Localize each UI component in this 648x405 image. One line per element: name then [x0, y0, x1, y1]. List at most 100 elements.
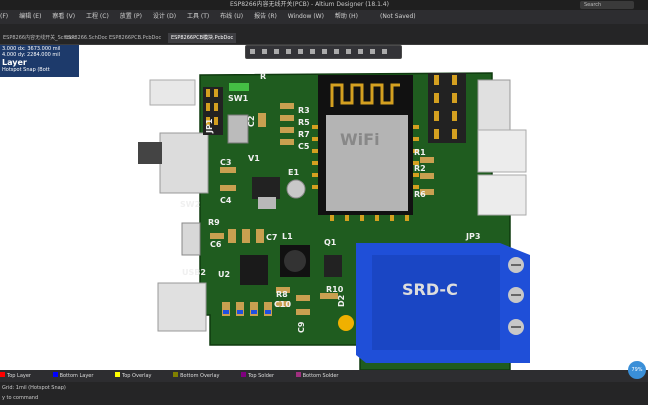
label-r3: R3 — [298, 106, 310, 115]
label-r1: R1 — [414, 148, 426, 157]
menu-place[interactable]: 放置 (P) — [119, 13, 142, 20]
tab-pcbdoc-module[interactable]: ESP8266PCB模块.PcbDoc — [168, 33, 237, 43]
layer-tab-bottom[interactable]: Bottom Layer — [52, 372, 104, 379]
relay-label: SRD-C — [402, 280, 458, 299]
top-overlay-swatch — [115, 372, 121, 377]
menu-route[interactable]: 布线 (U) — [220, 13, 244, 20]
active-bar — [245, 45, 402, 59]
label-jp1: JP1 — [205, 118, 214, 134]
label-d2: D2 — [337, 295, 346, 307]
label-c5: C5 — [298, 142, 310, 151]
esp-pads — [312, 125, 419, 221]
string-icon[interactable] — [382, 49, 387, 54]
bottom-solder-swatch — [295, 372, 301, 377]
layer-tab-top-overlay[interactable]: Top Overlay — [115, 372, 161, 379]
label-usb2: USB2 — [182, 268, 206, 277]
p1-header — [428, 73, 466, 143]
label-c10: C10 — [274, 300, 291, 309]
window-title: ESP8266内容无线开关(PCB) - Altium Designer (18… — [230, 1, 389, 8]
l1-core — [284, 250, 306, 272]
top-solder-swatch — [241, 372, 247, 377]
hud-x: 3.000 — [2, 46, 17, 52]
menu-file[interactable]: (F) — [0, 13, 9, 20]
component-icon[interactable] — [358, 49, 363, 54]
zoom-bubble[interactable]: 79% — [628, 361, 646, 379]
label-e1: E1 — [288, 168, 299, 177]
tab-pcbdoc[interactable]: ESP8266PCB.PcbDoc — [109, 35, 162, 41]
menu-tools[interactable]: 工具 (T) — [186, 13, 210, 20]
layer-name-bottom-overlay: Bottom Overlay — [180, 373, 220, 379]
smd-passives — [210, 103, 434, 316]
hud-y: 4.000 — [2, 52, 17, 58]
label-r2: R2 — [414, 164, 426, 173]
label-r7: R7 — [298, 130, 310, 139]
menu-view[interactable]: 察看 (V) — [52, 13, 76, 20]
via-icon[interactable] — [334, 49, 339, 54]
move-icon[interactable] — [286, 49, 291, 54]
menu-design[interactable]: 设计 (D) — [152, 13, 177, 20]
hud-dx: 3673.000 mil — [27, 46, 61, 52]
label-c9: C9 — [297, 321, 306, 333]
layer-name-bottom: Bottom Layer — [59, 373, 94, 379]
route-icon[interactable] — [310, 49, 315, 54]
e1-capacitor — [286, 179, 306, 199]
hud-hint: Hotspot Snap (Bott — [2, 67, 50, 73]
label-v1: V1 — [248, 154, 260, 163]
label-r10: R10 — [326, 285, 344, 294]
tab-schdoc-2[interactable]: ESP8266.SchDoc — [65, 35, 108, 41]
jp-right-connector-1 — [477, 129, 527, 173]
layer-name-top-solder: Top Solder — [248, 373, 275, 379]
q1-transistor — [324, 255, 342, 277]
align-icon[interactable] — [298, 49, 303, 54]
label-c4: C4 — [220, 196, 232, 205]
bottom-layer-swatch — [52, 372, 58, 377]
relay-terminals — [508, 257, 524, 335]
led-green — [229, 83, 249, 91]
select-icon[interactable] — [274, 49, 279, 54]
layer-tab-bottom-solder[interactable]: Bottom Solder — [295, 372, 349, 379]
d2-led — [338, 315, 354, 331]
label-r9: R9 — [208, 218, 220, 227]
v1-tab — [258, 197, 276, 209]
jp1-pins — [206, 89, 218, 125]
layer-name-top-overlay: Top Overlay — [122, 373, 152, 379]
search-box[interactable]: Search — [580, 1, 634, 9]
label-c3: C3 — [220, 158, 231, 167]
menu-help[interactable]: 帮助 (H) — [334, 13, 358, 20]
fpc-connector — [477, 79, 511, 131]
label-sw2: SW2 — [180, 200, 200, 209]
hud-layer: Layer — [2, 58, 27, 67]
menu-bar: (F) 编辑 (E) 察看 (V) 工程 (C) 放置 (P) 设计 (D) 工… — [0, 10, 648, 24]
pcb-3d-view: WiFi SRD-C — [138, 72, 530, 370]
menu-edit[interactable]: 编辑 (E) — [19, 13, 42, 20]
polygon-icon[interactable] — [346, 49, 351, 54]
hud-dy: 2284.000 mil — [26, 52, 61, 58]
status-grid: Grid: 1mil (Hotspot Snap) — [2, 385, 66, 391]
label-u2: U2 — [218, 270, 230, 279]
usb2-connector — [157, 282, 207, 332]
layer-tab-bottom-overlay[interactable]: Bottom Overlay — [173, 372, 229, 379]
layer-tab-top-solder[interactable]: Top Solder — [241, 372, 284, 379]
diff-pair-icon[interactable] — [322, 49, 327, 54]
menu-reports[interactable]: 报告 (R) — [254, 13, 277, 20]
label-c2: C2 — [247, 116, 256, 127]
layer-tab-top[interactable]: Top Layer — [0, 372, 41, 379]
label-r8: R8 — [276, 290, 288, 299]
sw2-lever — [138, 142, 162, 164]
title-bar: ESP8266内容无线开关(PCB) - Altium Designer (18… — [0, 0, 648, 10]
snap-icon[interactable] — [262, 49, 267, 54]
layer-name-top: Top Layer — [7, 373, 31, 379]
p1-pins — [434, 75, 457, 139]
menu-project[interactable]: 工程 (C) — [86, 13, 109, 20]
jp-right-connector-2 — [477, 174, 527, 216]
filter-icon[interactable] — [250, 49, 255, 54]
layer-name-bottom-solder: Bottom Solder — [302, 373, 339, 379]
dimension-icon[interactable] — [370, 49, 375, 54]
label-jp3: JP3 — [465, 232, 480, 241]
esp-antenna — [330, 83, 400, 107]
tab-schdoc-1[interactable]: ESP8266内容无线开关_Schdoc — [3, 35, 76, 41]
label-sw1: SW1 — [228, 94, 249, 103]
document-tabs: ESP8266内容无线开关_Schdoc ESP8266.SchDoc ESP8… — [0, 24, 648, 45]
menu-window[interactable]: Window (W) — [287, 13, 324, 20]
status-bar: Grid: 1mil (Hotspot Snap) y to command — [0, 382, 648, 405]
